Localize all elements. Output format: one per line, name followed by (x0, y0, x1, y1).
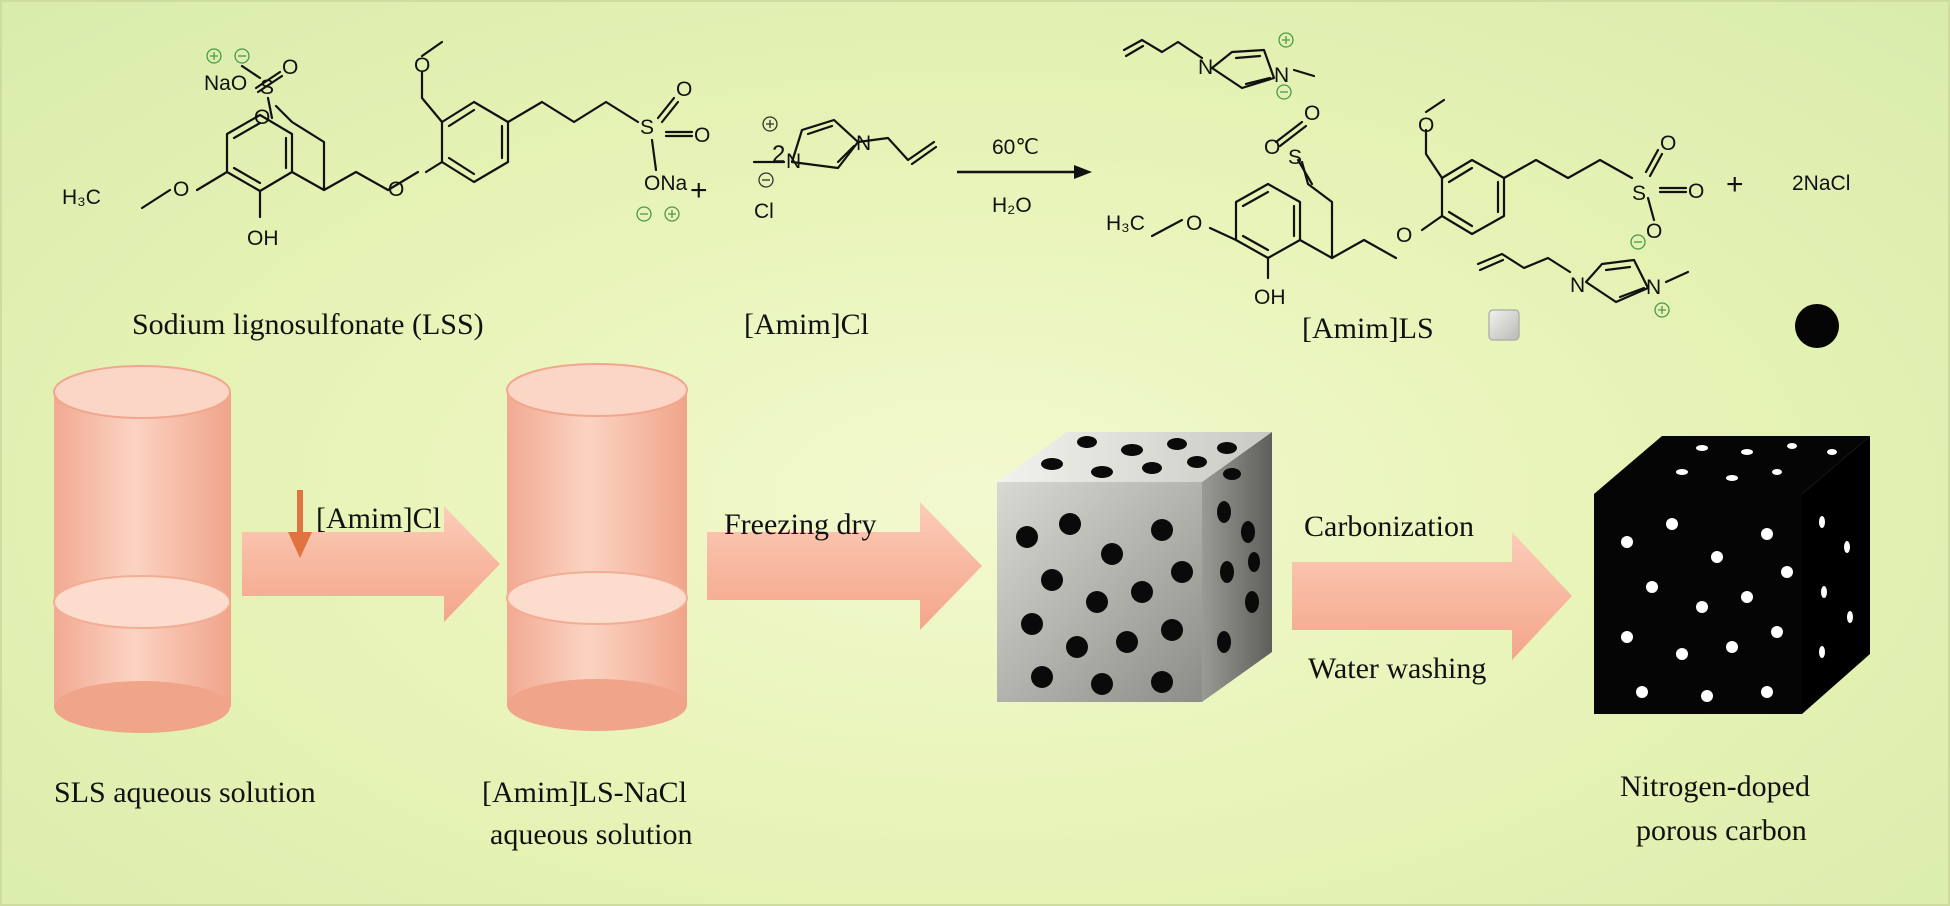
product-cube-icon (1488, 309, 1520, 341)
product-atom-o-right1: O (1660, 132, 1676, 155)
product-atom-s-left: S (1288, 146, 1302, 169)
amim-n1: N (786, 150, 801, 173)
product-atom-o-right3: O (1646, 220, 1662, 243)
nacl-dot-icon (1795, 304, 1839, 348)
lss-atom-oh: OH (247, 227, 279, 250)
lss-label: Sodium lignosulfonate (LSS) (132, 308, 484, 341)
product-atom-o-left2: O (1304, 102, 1320, 125)
porous-carbon-cube (1594, 436, 1870, 714)
cube-grey-pores (1016, 436, 1260, 695)
step2-label-line2: aqueous solution (490, 818, 693, 851)
amim-label: [Amim]Cl (744, 308, 869, 341)
plus-sign-1: + (690, 174, 708, 207)
lss-atom-o-right1: O (676, 78, 692, 101)
amim-stoich: 2 (772, 141, 785, 168)
lss-atom-o-ether: O (388, 178, 404, 201)
product-atom-o-methoxy2: O (1418, 114, 1434, 137)
product-atom-o-ether: O (1396, 224, 1412, 247)
product-atom-o-right2: O (1688, 180, 1704, 203)
lss-atom-h3c: H₃C (62, 186, 101, 209)
lss-atom-nao: NaO (204, 72, 247, 95)
product-atom-o-methoxy: O (1186, 212, 1202, 235)
plus-sign-2: + (1726, 168, 1744, 201)
lss-atom-o-left1: O (282, 56, 298, 79)
arrow3-bottom-label: Water washing (1308, 652, 1486, 685)
amim-cl-structure: 2 N N Cl (752, 116, 938, 223)
product-atom-o-left1: O (1264, 136, 1280, 159)
arrow-add-amim (242, 490, 500, 622)
condition-temperature: 60℃ (992, 136, 1039, 159)
lss-atom-o-methoxy: O (173, 178, 189, 201)
amim-cl-atom: Cl (754, 200, 774, 223)
lss-atom-o-right2: O (694, 124, 710, 147)
lss-atom-o-methoxy2: O (414, 54, 430, 77)
amim-ls-structure: N N N N S O O H₃C (1106, 32, 1704, 318)
product-atom-h3c: H₃C (1106, 212, 1145, 235)
product-n1: N (1198, 56, 1213, 79)
carbon-cube-pores (1621, 443, 1853, 702)
lss-atom-s-left: S (260, 76, 274, 99)
byproduct-label: 2NaCl (1792, 172, 1850, 195)
arrow-freezing-dry (707, 502, 982, 630)
lss-atom-o-left2: O (254, 106, 270, 129)
product-label: [Amim]LS (1302, 312, 1434, 345)
step1-label: SLS aqueous solution (54, 776, 316, 809)
amim-n2: N (856, 132, 871, 155)
final-label-line1: Nitrogen-doped (1620, 770, 1810, 803)
step2-label-line1: [Amim]LS-NaCl (482, 776, 687, 809)
arrow2-label: Freezing dry (724, 508, 876, 541)
porous-cube-grey (997, 432, 1272, 702)
cylinder-amim-ls (506, 363, 688, 731)
condition-solvent: H₂O (992, 194, 1032, 217)
arrow3-top-label: Carbonization (1304, 510, 1474, 543)
product-n3: N (1570, 274, 1585, 297)
product-n2: N (1274, 64, 1289, 87)
cylinder-sls (53, 365, 231, 733)
lss-atom-s-right: S (640, 116, 654, 139)
lss-atom-ona: ONa (644, 172, 688, 195)
product-atom-oh: OH (1254, 286, 1286, 309)
product-atom-s-right: S (1632, 182, 1646, 205)
arrow1-label: [Amim]Cl (316, 502, 441, 535)
product-n4: N (1646, 276, 1661, 299)
arrow-carbonization (1292, 532, 1572, 660)
final-label-line2: porous carbon (1636, 814, 1807, 847)
reaction-arrow (957, 165, 1092, 179)
lss-structure: NaO S O O H₃C O OH O O S O O ONa (62, 40, 710, 250)
